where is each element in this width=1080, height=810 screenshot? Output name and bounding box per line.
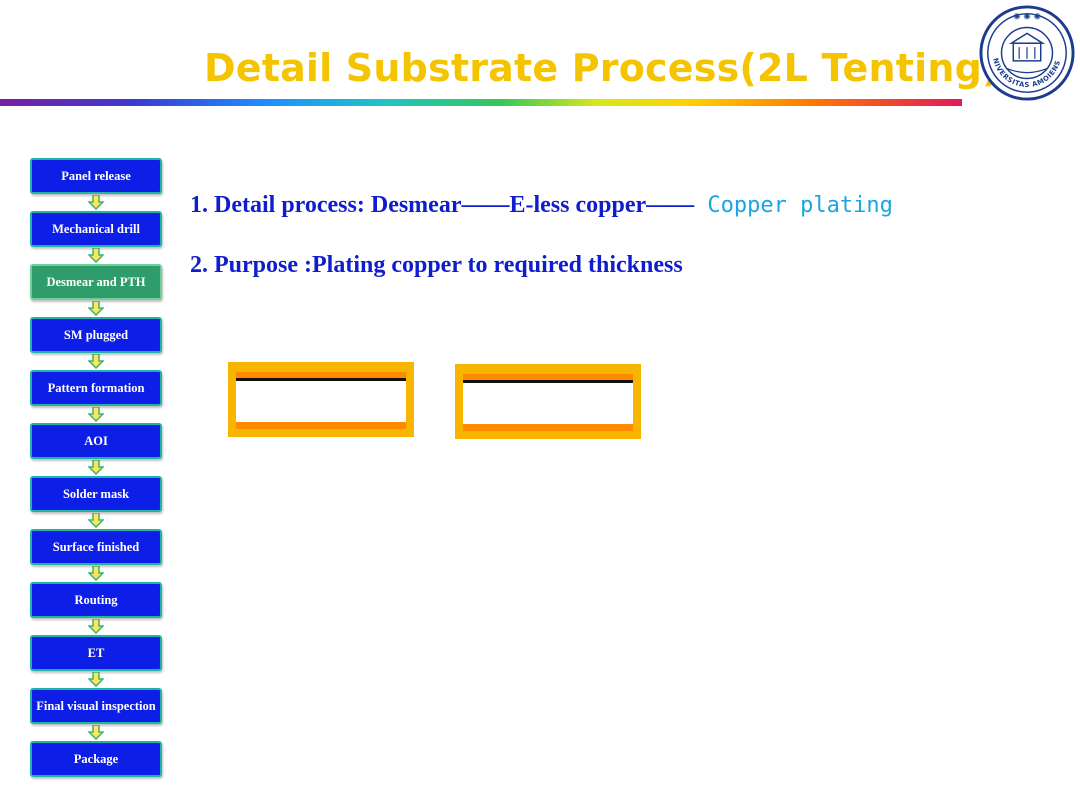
flow-step: Final visual inspection	[30, 688, 162, 724]
flow-step: Surface finished	[30, 529, 162, 565]
flow-step: SM plugged	[30, 317, 162, 353]
down-arrow-icon	[88, 354, 104, 369]
flow-step: Solder mask	[30, 476, 162, 512]
down-arrow-icon	[88, 407, 104, 422]
flow-step: Pattern formation	[30, 370, 162, 406]
flow-step: Panel release	[30, 158, 162, 194]
top-copper-layer	[463, 374, 633, 380]
down-arrow-icon	[88, 460, 104, 475]
down-arrow-icon	[88, 725, 104, 740]
bottom-copper-layer	[463, 424, 633, 431]
page-title: Detail Substrate Process(2L Tenting)	[204, 46, 1000, 90]
substrate-core	[463, 374, 633, 431]
substrate-diagram-before	[228, 362, 414, 437]
rainbow-divider	[0, 99, 962, 106]
detail-process-text: 1. Detail process: Desmear——E-less coppe…	[190, 192, 695, 218]
flow-step: Mechanical drill	[30, 211, 162, 247]
flow-step: AOI	[30, 423, 162, 459]
down-arrow-icon	[88, 672, 104, 687]
svg-text:✺ ✺ ✺: ✺ ✺ ✺	[1013, 13, 1041, 23]
flow-step: Routing	[30, 582, 162, 618]
down-arrow-icon	[88, 195, 104, 210]
down-arrow-icon	[88, 566, 104, 581]
purpose-line: 2. Purpose :Plating copper to required t…	[190, 252, 683, 278]
down-arrow-icon	[88, 248, 104, 263]
down-arrow-icon	[88, 619, 104, 634]
substrate-diagram-after	[455, 364, 641, 439]
bottom-copper-layer	[236, 422, 406, 429]
seed-layer	[463, 380, 633, 383]
seed-layer	[236, 378, 406, 381]
detail-process-line: 1. Detail process: Desmear——E-less coppe…	[190, 192, 893, 219]
down-arrow-icon	[88, 513, 104, 528]
university-seal-icon: ✺ ✺ ✺ UNIVERSITAS AMOIENSIS	[978, 4, 1075, 101]
copper-plating-highlight: Copper plating	[694, 193, 893, 218]
flow-step: ET	[30, 635, 162, 671]
down-arrow-icon	[88, 301, 104, 316]
flow-step: Package	[30, 741, 162, 777]
top-copper-layer	[236, 372, 406, 378]
substrate-core	[236, 372, 406, 429]
flow-step: Desmear and PTH	[30, 264, 162, 300]
